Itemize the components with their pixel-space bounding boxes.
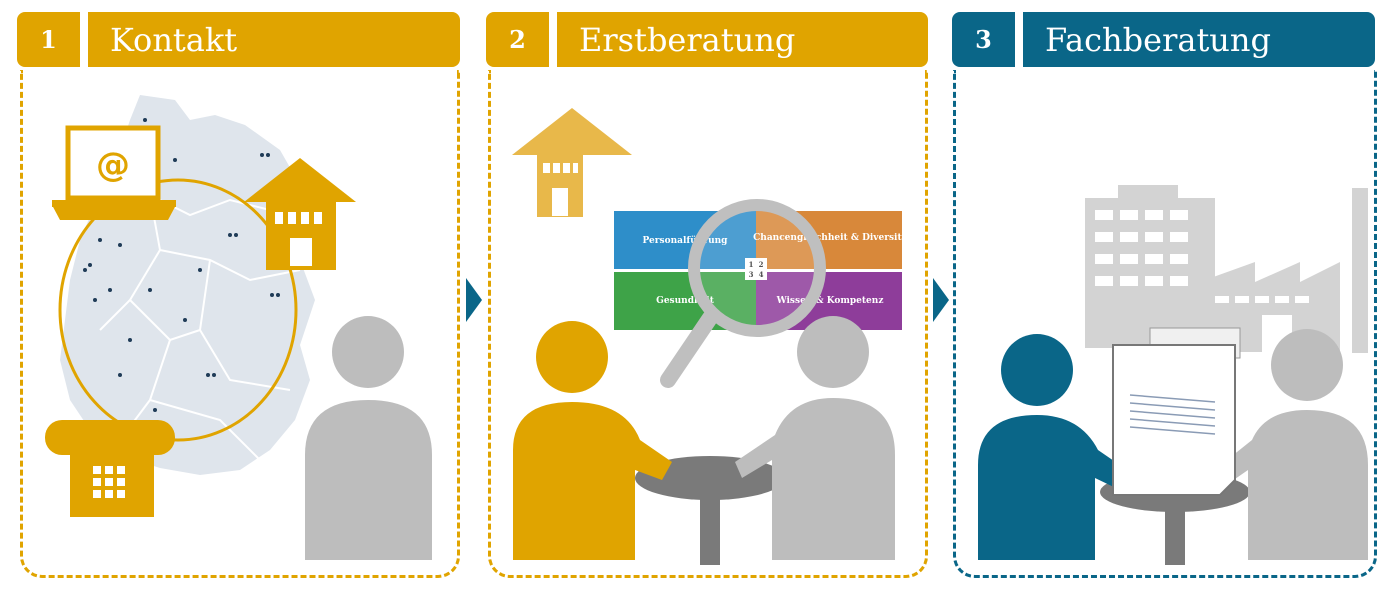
phone-icon (45, 420, 175, 517)
document-icon (1112, 327, 1241, 496)
quadrant-center-2: 2 (759, 260, 764, 269)
house-icon-small (512, 108, 632, 217)
step-2-panel: 2 Erstberatung (480, 0, 940, 589)
client-person-gold (513, 321, 672, 560)
expert-person-grey (1212, 329, 1368, 560)
quadrant-center-4: 4 (759, 270, 764, 279)
step-2-frame (488, 70, 928, 578)
quadrant-center-3: 3 (749, 270, 754, 279)
client-person-blue (978, 334, 1130, 560)
quadrant-diversity: Chancengleichheit & Diversity (753, 233, 908, 243)
step-1-frame (20, 70, 460, 578)
quadrant-center-1: 1 (749, 260, 754, 269)
contact-ellipse (58, 178, 298, 442)
arrow-2-to-3 (933, 278, 949, 322)
step-1-panel: 1 Kontakt (0, 0, 470, 589)
email-symbol: @ (96, 145, 130, 185)
step-3-frame (953, 70, 1377, 578)
step-3-title: Fachberatung (1023, 12, 1375, 67)
advisor-person-grey-2 (735, 316, 895, 560)
office-building-icon (1085, 185, 1215, 348)
advisor-person-grey (305, 316, 432, 560)
step-2-title: Erstberatung (557, 12, 928, 67)
step-3-panel: 3 Fachberatung (945, 0, 1383, 589)
quadrant-knowledge: Wissen & Kompetenz (776, 296, 884, 306)
laptop-email-icon: @ (52, 125, 176, 220)
quadrant-personal: Personalführung (643, 235, 729, 246)
magnifier-icon (660, 199, 826, 388)
house-icon (244, 158, 356, 270)
step-2-number: 2 (486, 12, 549, 67)
step-3-number: 3 (952, 12, 1015, 67)
step-1-number: 1 (17, 12, 80, 67)
arrow-1-to-2 (466, 278, 482, 322)
step-1-title: Kontakt (88, 12, 460, 67)
quadrant-health: Gesundheit (656, 296, 715, 306)
